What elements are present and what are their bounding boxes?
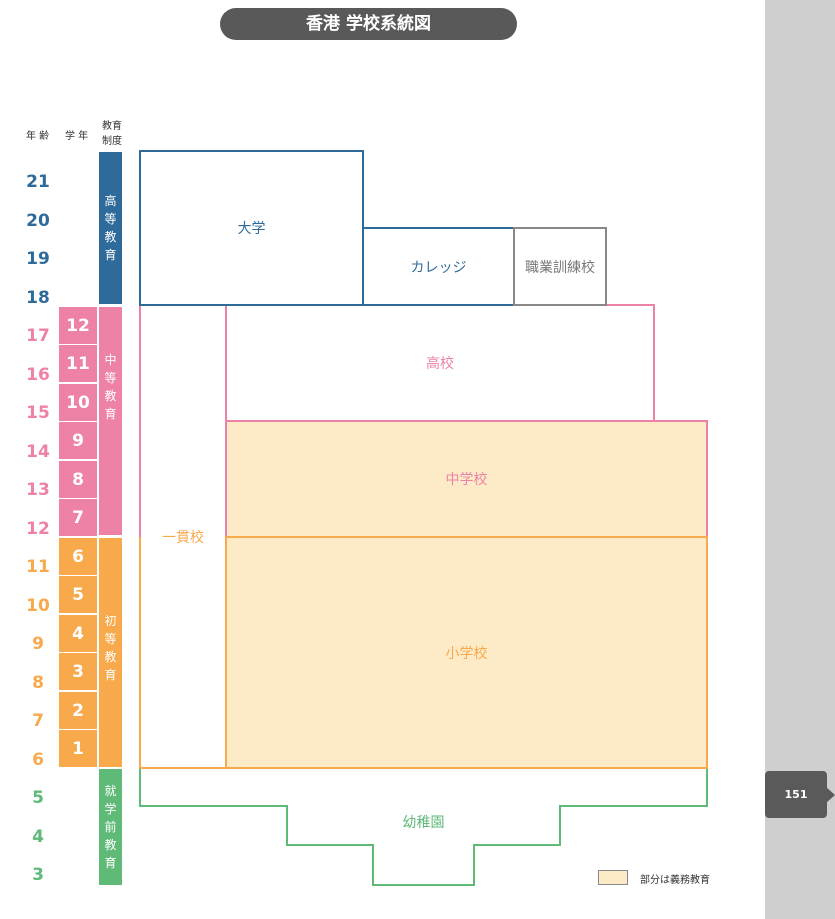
system-header-line1: 教育 xyxy=(102,121,122,132)
grade-cell-8: 8 xyxy=(59,461,97,498)
stage-higher-education: 高 等 教 育 xyxy=(99,152,122,304)
stage-preschool-char: 育 xyxy=(104,856,117,870)
vocational-school-label: 職業訓練校 xyxy=(525,259,595,276)
age-label-3: 3 xyxy=(32,865,44,885)
grade-cell-6: 6 xyxy=(59,538,97,575)
compulsory-education-fill xyxy=(226,421,707,768)
middle-school-label: 中学校 xyxy=(445,472,488,488)
stage-secondary-char: 中 xyxy=(104,353,117,367)
age-label-8: 8 xyxy=(32,673,44,693)
age-label-13: 13 xyxy=(26,480,50,500)
age-label-11: 11 xyxy=(26,557,50,577)
through-school-box[interactable]: 一貫校 xyxy=(140,305,226,768)
grade-cell-1: 1 xyxy=(59,730,97,767)
stage-preschool-char: 前 xyxy=(104,820,117,834)
legend-label: 部分は義務教育 xyxy=(640,875,710,886)
age-label-9: 9 xyxy=(32,634,44,654)
stage-secondary-char: 教 xyxy=(104,389,117,403)
system-header-line2: 制度 xyxy=(102,136,122,147)
kindergarten-box[interactable]: 幼稚園 xyxy=(373,806,474,838)
elementary-school-label: 小学校 xyxy=(445,645,488,662)
grade-cell-5: 5 xyxy=(59,576,97,613)
stage-preschool-education: 就 学 前 教 育 xyxy=(99,769,122,885)
age-label-16: 16 xyxy=(26,365,50,385)
legend-swatch xyxy=(598,870,628,885)
grade-cell-4: 4 xyxy=(59,615,97,652)
age-label-21: 21 xyxy=(26,172,50,192)
age-label-7: 7 xyxy=(32,711,44,731)
grade-cell-11: 11 xyxy=(59,345,97,382)
stage-primary-char: 教 xyxy=(104,650,117,664)
stage-secondary-char: 等 xyxy=(104,371,117,385)
high-school-label: 高校 xyxy=(426,356,454,372)
stage-secondary-char: 育 xyxy=(104,407,117,421)
age-label-17: 17 xyxy=(26,326,50,346)
stage-preschool-char: 学 xyxy=(104,802,117,816)
grade-cell-2: 2 xyxy=(59,692,97,729)
university-box[interactable]: 大学 xyxy=(140,151,363,305)
stage-secondary-education: 中 等 教 育 xyxy=(99,307,122,535)
vocational-outline xyxy=(513,227,607,306)
age-label-19: 19 xyxy=(26,249,50,269)
page-sidebar xyxy=(765,0,835,919)
stage-preschool-char: 教 xyxy=(104,838,117,852)
page-title: 香港 学校系統図 xyxy=(220,8,517,40)
grade-cell-7: 7 xyxy=(59,499,97,536)
stage-higher-char: 高 xyxy=(104,194,117,208)
age-label-12: 12 xyxy=(26,519,50,539)
grade-column-header: 学 年 xyxy=(65,131,89,142)
age-label-14: 14 xyxy=(26,442,50,462)
stage-primary-char: 育 xyxy=(104,668,117,682)
kindergarten-outline xyxy=(139,768,708,886)
stage-higher-char: 教 xyxy=(104,230,117,244)
age-column-header: 年 齢 xyxy=(26,131,50,142)
page-tab-arrow-icon xyxy=(826,787,835,803)
age-label-15: 15 xyxy=(26,403,50,423)
stage-higher-char: 等 xyxy=(104,212,117,226)
kindergarten-label: 幼稚園 xyxy=(402,815,445,831)
stage-primary-char: 初 xyxy=(104,614,117,628)
college-box[interactable]: カレッジ xyxy=(363,228,514,305)
grade-cell-10: 10 xyxy=(59,384,97,421)
stage-primary-char: 等 xyxy=(104,632,117,646)
age-label-10: 10 xyxy=(26,596,50,616)
grade-cell-12: 12 xyxy=(59,307,97,344)
age-label-4: 4 xyxy=(32,827,44,847)
college-label: カレッジ xyxy=(410,259,467,276)
age-label-18: 18 xyxy=(26,288,50,308)
vocational-school-box[interactable]: 職業訓練校 xyxy=(514,228,606,305)
through-school-label: 一貫校 xyxy=(162,529,204,546)
age-label-5: 5 xyxy=(32,788,44,808)
middle-school-box[interactable]: 中学校 xyxy=(226,421,707,537)
age-label-20: 20 xyxy=(26,211,50,231)
stage-primary-education: 初 等 教 育 xyxy=(99,538,122,767)
university-label: 大学 xyxy=(237,221,266,237)
grade-cell-9: 9 xyxy=(59,422,97,459)
stage-preschool-char: 就 xyxy=(104,784,117,798)
system-column-header: 教育 制度 xyxy=(99,119,125,149)
high-school-box[interactable]: 高校 xyxy=(226,305,654,421)
age-label-6: 6 xyxy=(32,750,44,770)
page-number-tab[interactable]: 151 xyxy=(765,771,827,818)
stage-higher-char: 育 xyxy=(104,248,117,262)
elementary-school-box[interactable]: 小学校 xyxy=(226,537,707,768)
grade-cell-3: 3 xyxy=(59,653,97,690)
